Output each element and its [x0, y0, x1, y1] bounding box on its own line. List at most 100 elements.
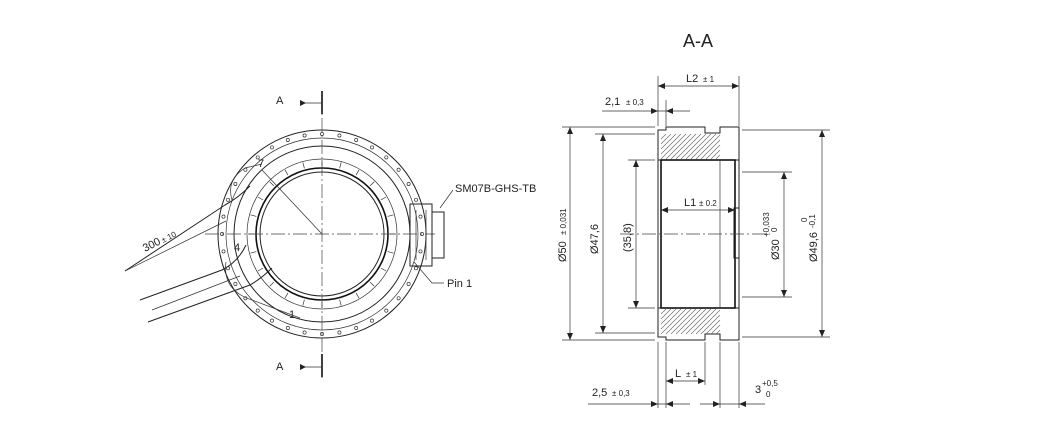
d496-main: Ø49,6 [808, 232, 820, 262]
cable-wire [151, 275, 241, 311]
hatch-line [680, 133, 707, 160]
hatch-line [710, 149, 721, 160]
section-mark-bottom: A [276, 361, 284, 373]
d21-arrow-right [666, 108, 673, 114]
connector-label: SM07B-GHS-TB [455, 183, 536, 195]
mount-hole [354, 138, 359, 142]
hatch-line [685, 308, 712, 335]
d496-arrow-top [819, 130, 825, 137]
d358-label: (35,8) [622, 223, 634, 252]
stator-slot [387, 251, 394, 254]
mount-hole [233, 182, 238, 186]
l1-tol: ± 0.2 [699, 199, 717, 208]
d30-tol-lower: 0 [770, 227, 779, 232]
l2-arrow-left [658, 83, 665, 89]
d30-arrow-bottom [781, 290, 787, 297]
l1-main: L1 [684, 197, 696, 209]
hatch-line [660, 133, 687, 160]
hatch-top [660, 133, 721, 160]
l1-arrow-left [661, 207, 668, 213]
d496-arrow-bottom [819, 330, 825, 337]
hatch-line [715, 329, 721, 335]
mount-hole [270, 318, 274, 323]
cable-dim-line [124, 220, 227, 272]
d496-tol-lower: -0,1 [808, 214, 817, 228]
mount-hole [396, 296, 401, 301]
stator-slot [302, 162, 305, 169]
d21-main: 2,1 [605, 96, 620, 108]
mount-hole [418, 214, 423, 219]
cable-upper [124, 185, 251, 272]
hatch-bottom [660, 308, 721, 335]
mount-hole [337, 330, 342, 335]
mount-hole [396, 167, 401, 172]
hatch-line [675, 308, 702, 335]
d3-tol-lower: 0 [766, 390, 771, 399]
cable-length-main: 300 [141, 236, 163, 255]
mount-hole [233, 282, 238, 286]
hatch-line [715, 154, 721, 160]
mount-hole [255, 308, 260, 313]
hatch-line [710, 324, 721, 335]
wire-number-7: 7 [258, 158, 264, 170]
wire-number-4: 4 [234, 242, 240, 254]
d25-main: 2,5 [592, 387, 607, 399]
hatch-line [660, 308, 672, 320]
d476-arrow-bottom [600, 326, 606, 333]
mount-hole [414, 197, 418, 202]
hatch-line [660, 308, 682, 330]
stator-slot [380, 196, 387, 201]
connector-leader [439, 189, 454, 209]
stator-slot [380, 267, 387, 272]
section-title: A-A [683, 31, 713, 51]
l1-arrow-right [728, 207, 735, 213]
hatch-line [665, 133, 692, 160]
d476-arrow-top [600, 134, 606, 141]
l-main: L [675, 368, 681, 380]
d3-main: 3 [755, 384, 761, 396]
stator-slot [339, 299, 342, 306]
hatch-line [695, 309, 721, 335]
hatch-line [675, 133, 702, 160]
mount-hole [255, 155, 260, 160]
mount-hole [302, 330, 307, 335]
l-tol: ± 1 [686, 370, 698, 379]
wire-number-1: 1 [289, 309, 295, 321]
hatch-line [700, 314, 721, 335]
hatch-line [670, 133, 697, 160]
pin-label: Pin 1 [447, 278, 472, 290]
mount-hole [221, 214, 226, 219]
mount-hole [418, 249, 423, 254]
connector-housing [431, 211, 445, 259]
d496-tol-upper: 0 [800, 217, 809, 222]
section-view: A-A L2 ± 1 2,1 ± 0,3 L1 ± 0.2 [557, 31, 830, 408]
cable-mid [139, 244, 247, 301]
mount-hole [270, 145, 274, 150]
d358-arrow-bottom [633, 301, 639, 308]
d476-label: Ø47,6 [589, 224, 601, 254]
stator-slot [257, 196, 264, 201]
mount-hole [302, 133, 307, 138]
front-view: A A 300 ± 10 7 4 1 SM07B-GHS-TB Pin 1 [124, 91, 536, 378]
l-arrow-right [698, 378, 705, 384]
d50-arrow-bottom [567, 333, 573, 340]
pin-leader [413, 261, 444, 284]
d25-arrow-left [651, 401, 658, 407]
d25-tol: ± 0,3 [612, 389, 630, 398]
section-arrowhead-bottom [300, 364, 306, 370]
hatch-line [660, 308, 687, 335]
l-arrow-left [666, 378, 673, 384]
housing-bottom [657, 307, 740, 341]
hatch-line [690, 308, 717, 335]
hatch-line [670, 308, 697, 335]
mount-hole [285, 326, 290, 330]
hatch-line [660, 133, 672, 145]
hatch-line [685, 133, 712, 160]
d50-main: Ø50 [557, 241, 569, 262]
stator-slot [355, 292, 360, 299]
mount-hole [320, 332, 324, 336]
hatch-line [705, 319, 721, 335]
stator-slot [355, 169, 360, 176]
ring-holes [220, 132, 424, 336]
